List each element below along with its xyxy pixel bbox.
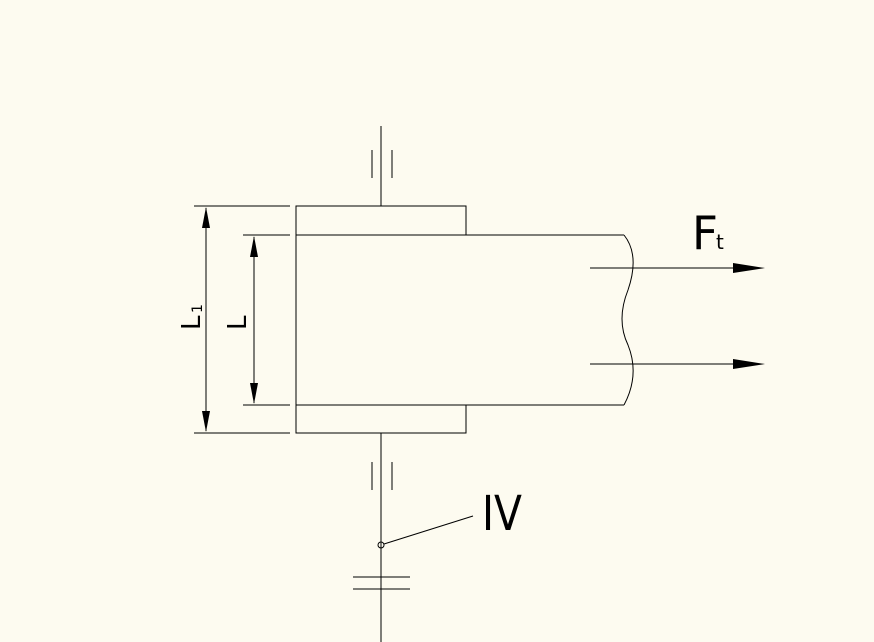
dimension-line-L1 xyxy=(202,207,210,432)
outer-dimension-subscript: 1 xyxy=(190,304,206,313)
section-leader xyxy=(377,515,474,549)
force-arrow-bottom xyxy=(590,359,765,369)
force-label: F xyxy=(692,206,718,260)
force-arrow-top xyxy=(590,263,765,273)
upper-flange xyxy=(295,205,467,236)
break-line-wavy xyxy=(621,234,634,406)
extension-lines xyxy=(194,205,290,434)
dimension-line-L xyxy=(250,236,258,404)
support-symbol xyxy=(353,576,410,590)
inner-dimension-label: L xyxy=(223,315,253,330)
section-label: IV xyxy=(482,486,522,542)
plate-body xyxy=(295,234,634,406)
shaft-break-top xyxy=(371,150,393,178)
force-label-subscript: t xyxy=(716,230,724,254)
shaft-break-bottom xyxy=(371,462,393,490)
outer-dimension-label: L xyxy=(177,315,207,330)
lower-flange xyxy=(295,404,467,434)
